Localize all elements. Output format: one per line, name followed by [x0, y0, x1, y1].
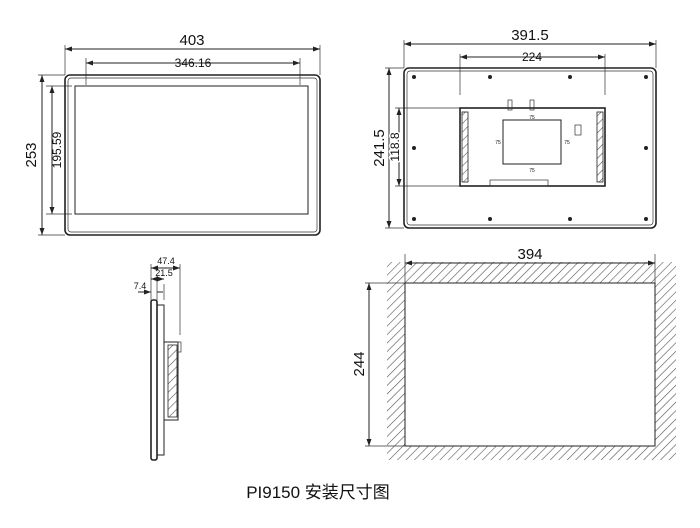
cutout-opening	[404, 282, 656, 447]
rear-panel-outline	[403, 67, 657, 229]
front-panel-bezel	[64, 74, 321, 236]
rear-overall-height-label: 241.5	[371, 129, 388, 167]
side-body-depth-label: 21.5	[155, 268, 173, 278]
rear-view: 391.5 224 241.5 118.8 75 75 75 75	[371, 27, 657, 229]
side-electronics-profile	[163, 341, 179, 421]
cutout-width-label: 394	[517, 246, 542, 263]
rear-vesa-bottom-label: 75	[529, 168, 535, 174]
front-overall-width-label: 403	[179, 32, 204, 49]
front-display-height-label: 195.59	[50, 131, 64, 168]
rear-connector-plug	[574, 124, 582, 136]
side-antenna-profile	[177, 341, 182, 353]
rear-panel-inner-outline	[406, 70, 654, 226]
rear-overall-width-label: 391.5	[511, 27, 549, 44]
front-view: 403 346.16 253 195.59	[23, 32, 321, 236]
front-display-width-label: 346.16	[175, 56, 212, 70]
rear-vesa-pattern	[502, 119, 562, 165]
front-display-area	[74, 85, 309, 215]
rear-bracket-width-label: 224	[522, 50, 542, 64]
rear-antenna-left	[507, 99, 513, 111]
drawing-caption: PI9150 安装尺寸图	[246, 483, 390, 502]
side-vent-profile	[167, 344, 178, 418]
cutout-view: 394 244	[351, 246, 676, 460]
rear-connector-block	[489, 179, 549, 187]
rear-antenna-right	[529, 99, 535, 111]
side-view: 47.4 21.5 7.4	[134, 256, 182, 461]
rear-vesa-top-label: 75	[529, 115, 535, 121]
rear-bracket-height-label: 118.8	[388, 132, 402, 161]
side-bezel-depth-label: 7.4	[134, 281, 147, 291]
rear-vent-right	[596, 111, 604, 183]
front-panel-inner-bezel	[67, 77, 318, 233]
side-total-depth-label: 47.4	[157, 256, 175, 266]
cutout-height-label: 244	[351, 351, 368, 376]
rear-vesa-left-label: 75	[495, 140, 501, 146]
rear-vesa-right-label: 75	[564, 140, 570, 146]
side-bezel-profile	[150, 299, 158, 461]
front-overall-height-label: 253	[23, 142, 40, 167]
rear-screw-holes	[412, 75, 648, 221]
cutout-hatched-frame	[387, 262, 676, 460]
side-body-profile	[156, 304, 165, 456]
rear-vent-left	[461, 111, 469, 183]
